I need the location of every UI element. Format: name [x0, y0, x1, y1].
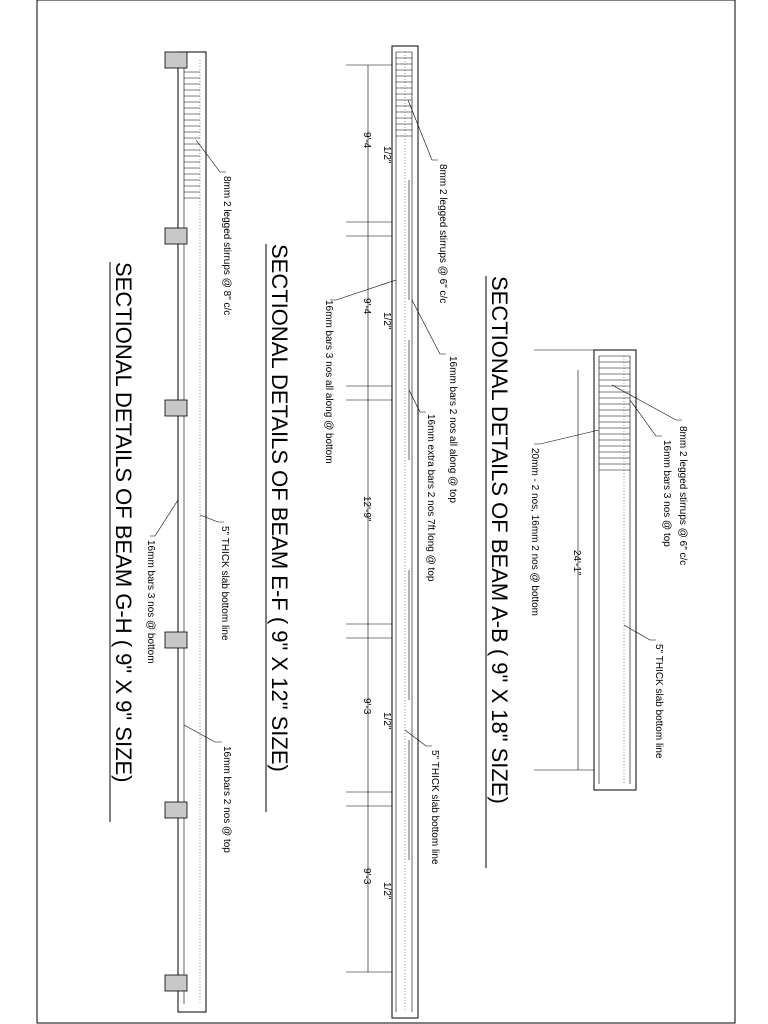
- beam-ef-span-4: 9'-3: [361, 698, 372, 715]
- beam-gh-stirrups: [184, 71, 200, 199]
- beam-ef-body: [391, 45, 419, 1019]
- beam-gh-leader-stirrups: [195, 139, 226, 173]
- beam-ab-stirrups: [599, 355, 630, 471]
- beam-ab-title: SECTIONAL DETAILS OF BEAM A-B ( 9" X 18"…: [487, 276, 512, 804]
- beam-gh-column-6: [164, 974, 188, 992]
- beam-ab: 24'-1" 8mm 2 legged stirrups @ 6" c/c 16…: [485, 276, 688, 868]
- beam-gh-note-bottom-bars: 16mm bars 3 nos @ bottom: [145, 540, 156, 664]
- beam-ab-note-bottom-bars: 20mm - 2 nos, 16mm 2 nos @ bottom: [529, 448, 540, 616]
- beam-ef-leader-slab: [404, 729, 432, 747]
- beam-ef-note-slab: 5" THICK slab bottom line: [429, 750, 440, 865]
- beam-gh-leader-slab: [199, 514, 224, 523]
- beam-ef-leader-bottom: [330, 279, 397, 301]
- beam-ef-note-stirrups: 8mm 2 legged stirrups @ 6" c/c: [437, 164, 448, 303]
- beam-gh-column-4: [164, 631, 188, 649]
- beam-ab-note-slab: 5" THICK slab bottom line: [653, 644, 664, 759]
- beam-ef-stirrups: [396, 51, 412, 137]
- beam-gh-column-3: [164, 399, 188, 417]
- beam-ef: 9'-4 1/2" 9'-4 1/2" 12'-9" 9'-3 1/2" 9'-…: [265, 45, 458, 1019]
- beam-gh-leader-bottom: [150, 499, 179, 537]
- beam-ef-leader-stirrups: [407, 99, 438, 161]
- beam-ab-note-top-bars: 16mm bars 3 nos @ top: [661, 440, 672, 547]
- beam-ef-span-2: 9'-4: [361, 298, 372, 315]
- beam-ef-span-5: 9'-3: [361, 868, 372, 885]
- beam-gh-note-stirrups: 8mm 2 legged stirrups @ 8" c/c: [221, 176, 232, 315]
- beam-gh-title: SECTIONAL DETAILS OF BEAM G-H ( 9" X 9" …: [111, 262, 136, 783]
- beam-ef-span-1: 9'-4: [361, 132, 372, 149]
- beam-ab-note-stirrups: 8mm 2 legged stirrups @ 6" c/c: [677, 426, 688, 565]
- beam-ab-leader-slab: [623, 624, 656, 641]
- beam-ef-leader-top: [411, 299, 446, 355]
- beam-gh-note-top-bars: 16mm bars 2 nos @ top: [221, 746, 232, 853]
- beam-gh-column-2: [164, 227, 188, 245]
- beam-ef-span-4-fraction: 1/2": [381, 712, 392, 730]
- beam-ef-note-extra-bars: 16mm extra bars 2 nos 7ft long @ top: [425, 414, 436, 582]
- beam-ab-leader-stirrups: [611, 384, 682, 421]
- beam-ef-span-2-fraction: 1/2": [381, 312, 392, 330]
- beam-gh-column-5: [164, 801, 188, 819]
- beam-ef-note-bottom-bars: 16mm bars 3 nos all along @ bottom: [323, 300, 334, 464]
- beam-gh-leader-top: [183, 724, 222, 743]
- beam-ef-note-top-bars: 16mm bars 2 nos all along @ top: [447, 356, 458, 503]
- beam-gh-body: [177, 51, 207, 1013]
- beam-gh-note-slab: 5" THICK slab bottom line: [219, 526, 230, 641]
- beam-ab-leader-top: [629, 399, 662, 437]
- beam-gh: 8mm 2 legged stirrups @ 8" c/c 5" THICK …: [109, 51, 232, 1013]
- beam-ef-leader-extra: [408, 389, 426, 413]
- beam-gh-column-1: [164, 51, 188, 69]
- beam-ef-span-5-fraction: 1/2": [381, 882, 392, 900]
- beam-ab-leader-bottom: [534, 429, 600, 445]
- beam-ab-dimension-text: 24'-1": [571, 550, 582, 576]
- beam-ab-body: [593, 349, 637, 791]
- beam-ef-title: SECTIONAL DETAILS OF BEAM E-F ( 9" X 12"…: [267, 244, 292, 772]
- beam-ef-span-3: 12'-9": [361, 496, 372, 522]
- sheet-border: [36, 0, 736, 1024]
- beam-ef-span-1-fraction: 1/2": [381, 146, 392, 164]
